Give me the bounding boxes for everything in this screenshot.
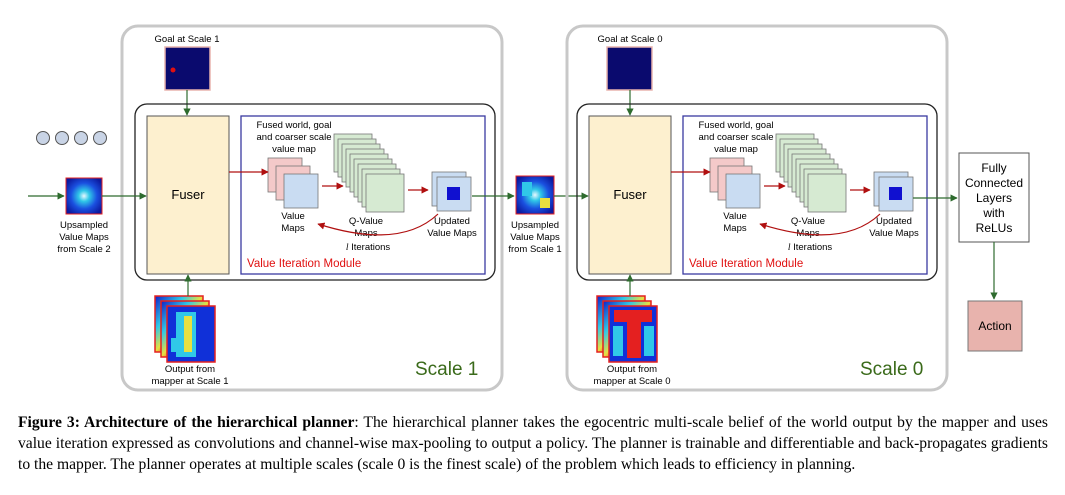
scale0-updated-label-2: Value Maps: [869, 228, 919, 239]
scale0-updated-label-1: Updated: [876, 216, 912, 227]
scale1-value-maps-label-2: Maps: [281, 223, 304, 234]
upsampled-scale1-label-3: from Scale 1: [508, 244, 561, 255]
scale0-fused-label-3: value map: [714, 144, 758, 155]
caption-text-1: : The hierarchical planner takes the ego…: [18, 414, 1048, 473]
scale0-qvalue-maps: [775, 133, 847, 213]
ellipsis-dots: [36, 131, 107, 145]
scale0-inner-box: [576, 103, 938, 281]
scale1-block: Goal at Scale 1 Fuser Fused world, goal …: [120, 24, 504, 392]
caption-scale-number: 0: [397, 456, 406, 473]
scale1-vim-label: Value Iteration Module: [247, 258, 361, 270]
scale0-outer-box: [565, 24, 949, 392]
scale1-mapper-label-1: Output from: [165, 364, 215, 375]
scale0-qvalue-label-2: Maps: [796, 228, 819, 239]
scale0-mapper-output: [596, 295, 658, 363]
fc-label-4: with: [982, 206, 1004, 220]
caption-text-2: is the finest scale) of the problem whic…: [405, 456, 856, 473]
scale1-goal-label: Goal at Scale 1: [155, 34, 220, 45]
fc-label-5: ReLUs: [976, 221, 1013, 235]
scale1-iterations-label: l Iterations: [346, 242, 391, 253]
scale1-fused-label-3: value map: [272, 144, 316, 155]
scale0-fuser-label: Fuser: [613, 187, 647, 202]
scale0-qvalue-label-1: Q-Value: [791, 216, 825, 227]
scale0-fused-label-2: and coarser scale: [699, 132, 774, 143]
fc-label-1: Fully: [981, 161, 1006, 175]
scale0-goal-map: [606, 46, 653, 91]
scale0-label: Scale 0: [860, 359, 923, 380]
scale1-fuser-label: Fuser: [171, 187, 205, 202]
scale0-iterations-label: l Iterations: [788, 242, 833, 253]
scale0-block: Goal at Scale 0 Fuser Fused world, goal …: [565, 24, 949, 392]
fully-connected-box: [958, 152, 1030, 243]
action-box: [967, 300, 1023, 352]
scale0-mapper-label-1: Output from: [607, 364, 657, 375]
action-label: Action: [978, 319, 1011, 333]
fc-label-2: Connected: [965, 176, 1023, 190]
scale1-fused-label-2: and coarser scale: [257, 132, 332, 143]
figure-label: Figure 3: Architecture of the hierarchic…: [18, 414, 355, 431]
scale0-value-maps-label-2: Maps: [723, 223, 746, 234]
scale0-fuser-box: [588, 115, 672, 275]
upsampled-map-scale1: [515, 175, 555, 215]
scale0-vim-label: Value Iteration Module: [689, 258, 803, 270]
upsampled-scale2-label-1: Upsampled: [60, 220, 108, 231]
scale1-label: Scale 1: [415, 359, 478, 380]
scale1-mapper-label-2: mapper at Scale 1: [151, 376, 228, 387]
scale1-vim-box: [240, 115, 486, 275]
upsampled-map-scale2: [65, 177, 103, 215]
scale0-value-maps: [725, 173, 761, 209]
scale0-value-maps-label-1: Value: [723, 211, 747, 222]
scale1-mapper-output: [154, 295, 216, 363]
upsampled-scale1-label-2: Value Maps: [510, 232, 560, 243]
scale0-vim-box: [682, 115, 928, 275]
scale1-updated-label-2: Value Maps: [427, 228, 477, 239]
scale0-mapper-label-2: mapper at Scale 0: [593, 376, 670, 387]
scale1-value-maps: [283, 173, 319, 209]
scale0-goal-label: Goal at Scale 0: [598, 34, 663, 45]
fc-label-3: Layers: [976, 191, 1012, 205]
upsampled-scale2-label-2: Value Maps: [59, 232, 109, 243]
scale0-fused-label-1: Fused world, goal: [699, 120, 774, 131]
scale1-fuser-box: [146, 115, 230, 275]
scale0-iteration-arrow: [759, 213, 881, 236]
upsampled-scale2-label-3: from Scale 2: [57, 244, 110, 255]
scale1-qvalue-maps: [333, 133, 405, 213]
scale1-inner-box: [134, 103, 496, 281]
upsampled-scale1-label-1: Upsampled: [511, 220, 559, 231]
scale1-qvalue-label-2: Maps: [354, 228, 377, 239]
scale1-goal-marker: [170, 67, 176, 73]
figure-caption: Figure 3: Architecture of the hierarchic…: [18, 412, 1048, 475]
scale1-qvalue-label-1: Q-Value: [349, 216, 383, 227]
scale1-outer-box: [120, 24, 504, 392]
scale1-fused-label-1: Fused world, goal: [257, 120, 332, 131]
scale1-value-maps-label-1: Value: [281, 211, 305, 222]
scale1-iteration-arrow: [317, 213, 439, 236]
scale1-updated-label-1: Updated: [434, 216, 470, 227]
hierarchical-planner-diagram: Goal at Scale 1 Fuser Fused world, goal …: [28, 24, 1030, 392]
